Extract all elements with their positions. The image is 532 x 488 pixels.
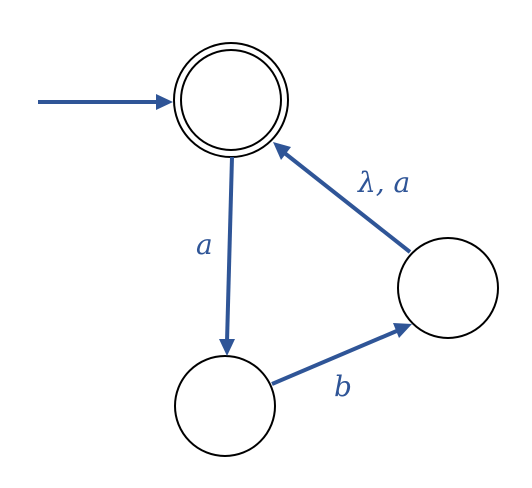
- state-q2: [397, 237, 499, 339]
- transition-q1-q2-line: [271, 328, 400, 386]
- transition-q1-q2-label: b: [334, 370, 352, 403]
- start-arrowhead: [156, 94, 173, 110]
- transition-q0-q1-line: [225, 156, 234, 343]
- transition-q0-q1-arrowhead: [219, 339, 235, 356]
- transition-q1-q2-arrowhead: [393, 323, 412, 338]
- transition-q2-q0-arrowhead: [273, 142, 291, 160]
- transition-q2-q0: λ, a: [273, 142, 412, 254]
- transition-q0-q1: a: [196, 156, 235, 356]
- state-q1-circle: [174, 355, 276, 457]
- transition-q2-q0-label: λ, a: [357, 166, 410, 199]
- transition-q0-q1-label: a: [196, 228, 213, 261]
- state-q1: [174, 355, 276, 457]
- state-q0-outer-ring: [173, 42, 289, 158]
- state-q2-circle: [397, 237, 499, 339]
- state-q0: [173, 42, 289, 158]
- start-arrow: [38, 94, 173, 110]
- state-q0-accept-ring: [180, 49, 282, 151]
- transition-q1-q2: b: [271, 323, 412, 403]
- transition-q2-q0-line: [280, 149, 412, 254]
